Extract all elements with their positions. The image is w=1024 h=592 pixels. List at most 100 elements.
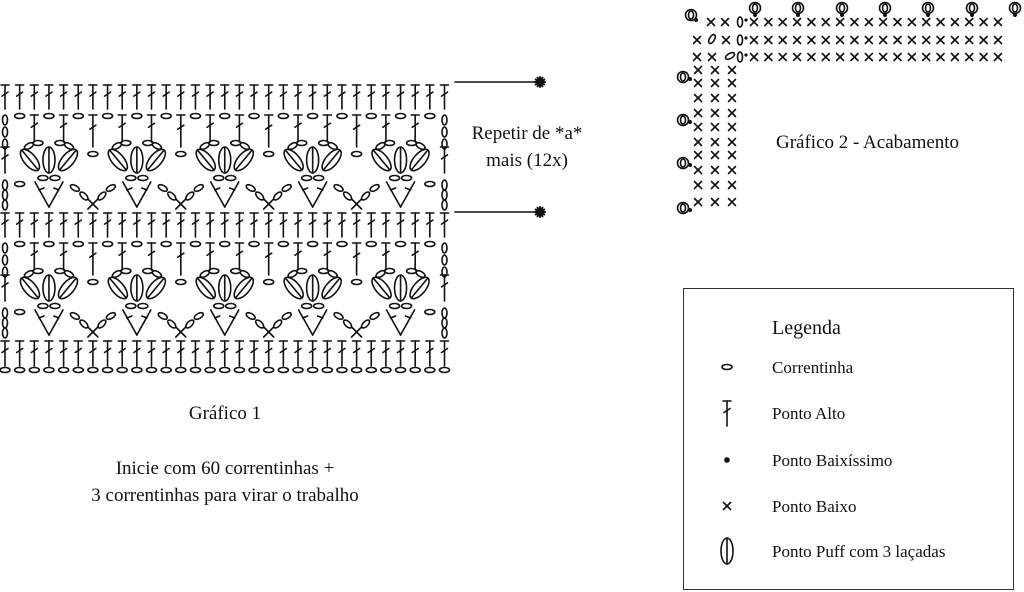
yarn-over-mark	[177, 124, 185, 130]
chain-icon	[1, 242, 9, 254]
double-crochet-icon	[249, 212, 259, 238]
double-crochet-icon	[351, 242, 362, 276]
single-crochet-icon	[727, 197, 737, 207]
slip-stitch-icon	[694, 18, 698, 22]
yarn-over-mark	[440, 91, 449, 97]
single-crochet-icon	[693, 108, 703, 118]
double-crochet-icon	[366, 340, 377, 367]
sc-stroke	[893, 17, 902, 27]
double-crochet-icon	[88, 340, 98, 367]
double-crochet-icon	[44, 340, 54, 367]
sc-stroke	[936, 17, 945, 27]
double-crochet-icon	[381, 114, 391, 143]
double-crochet-icon	[14, 212, 25, 238]
single-crochet-icon	[778, 52, 788, 62]
double-crochet-icon	[322, 340, 333, 367]
sc-stroke	[878, 52, 888, 62]
yarn-over-mark	[1, 282, 9, 288]
single-crochet-icon	[807, 35, 816, 45]
double-crochet-icon	[410, 212, 421, 238]
double-crochet-icon	[58, 114, 69, 143]
chain-icon	[441, 179, 448, 191]
sc-stroke	[907, 35, 917, 45]
yarn-over-mark	[53, 315, 60, 319]
yarn-over-mark	[367, 91, 376, 97]
double-crochet-icon	[14, 84, 25, 110]
chain-icon	[120, 139, 132, 147]
chain-icon	[327, 269, 338, 279]
puff-center-line	[108, 149, 128, 171]
chain-icon	[736, 51, 744, 63]
double-crochet-icon	[176, 340, 186, 367]
double-crochet-icon	[117, 114, 127, 143]
sc-stroke	[907, 52, 917, 62]
single-crochet-icon	[720, 17, 730, 27]
puff-stitch-icon	[19, 276, 41, 300]
double-crochet-icon	[88, 114, 98, 148]
yarn-over-mark	[228, 187, 236, 191]
yarn-over-mark	[177, 91, 185, 97]
yarn-over-mark	[323, 122, 332, 129]
yarn-over-mark	[250, 91, 258, 97]
yarn-over-mark	[59, 91, 68, 97]
yarn-over-mark	[352, 91, 361, 97]
chain-icon	[394, 366, 407, 374]
yarn-over-mark	[162, 219, 170, 225]
yarn-over-mark	[30, 250, 39, 257]
yarn-over-mark	[141, 187, 148, 191]
yarn-over-mark	[323, 347, 332, 354]
yarn-over-mark	[38, 187, 45, 191]
chain-icon	[160, 112, 172, 120]
single-crochet-icon	[964, 17, 974, 27]
chain-icon	[239, 269, 251, 279]
chain-icon	[131, 366, 143, 374]
sc-stroke	[87, 326, 99, 338]
puff-stitch-icon	[371, 148, 392, 172]
chain-icon	[350, 366, 363, 374]
chain-icon	[350, 278, 363, 286]
v-stitch-line	[209, 309, 226, 336]
chain-icon	[405, 267, 418, 275]
chain-icon	[383, 267, 396, 275]
legend-label-single-crochet: Ponto Baixo	[772, 497, 857, 516]
chain-icon	[137, 174, 149, 182]
double-crochet-icon	[439, 340, 450, 367]
sc-stroke	[979, 17, 988, 27]
single-crochet-icon	[262, 198, 275, 210]
single-crochet-icon	[693, 137, 703, 147]
sc-stroke	[749, 52, 759, 62]
double-crochet-icon	[161, 340, 171, 367]
double-crochet-icon	[190, 212, 201, 238]
sc-stroke	[878, 17, 888, 27]
puff-center-line	[146, 277, 166, 299]
puff-stitch-icon	[130, 274, 144, 302]
picot-ring	[676, 113, 690, 127]
sc-stroke	[710, 197, 720, 207]
chain-icon	[13, 180, 26, 188]
double-crochet-icon	[351, 212, 362, 238]
yarn-over-mark	[89, 124, 97, 130]
puff-stitch-icon	[217, 274, 232, 302]
puff-stitch-icon	[217, 146, 232, 174]
single-crochet-icon	[721, 35, 731, 45]
puff-stitch-icon	[42, 274, 56, 302]
single-crochet-icon	[175, 326, 187, 338]
sc-stroke	[893, 35, 902, 45]
yarn-over-mark	[316, 315, 324, 319]
puff-stitch-icon	[321, 148, 342, 172]
double-crochet-icon	[146, 212, 157, 238]
yarn-over-mark	[133, 219, 141, 225]
sc-stroke	[778, 17, 788, 27]
puff-stitch-icon	[19, 148, 41, 172]
double-crochet-icon	[293, 212, 303, 238]
sc-stroke	[693, 122, 703, 132]
sc-stroke	[727, 137, 737, 147]
single-crochet-icon	[864, 52, 874, 62]
chain-icon	[405, 139, 418, 147]
yarn-over-mark	[235, 122, 244, 129]
single-crochet-icon	[707, 52, 717, 62]
slip-stitch-icon	[688, 120, 692, 124]
double-crochet-icon	[176, 84, 186, 110]
chain-icon	[306, 240, 319, 248]
picot-icon	[791, 1, 805, 15]
